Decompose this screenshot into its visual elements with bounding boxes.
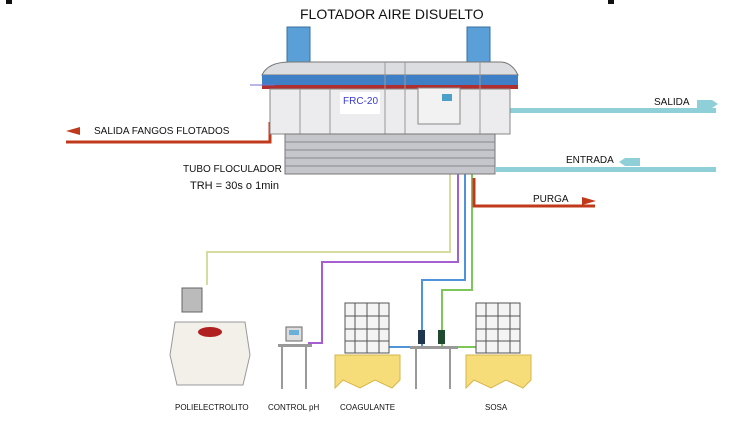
salida-label: SALIDA [654, 97, 690, 108]
corner-mark [608, 0, 614, 4]
sosa-tank [465, 302, 532, 390]
purga-pipe [472, 178, 595, 208]
equipment-label: COAGULANTE [340, 403, 396, 412]
equipment-label: POLIELECTROLITO [175, 403, 249, 412]
purga-label: PURGA [533, 194, 569, 205]
salida-fangos-label: SALIDA FANGOS FLOTADOS [94, 126, 230, 137]
unit-label: FRC-20 [343, 96, 379, 107]
coagulante-line [387, 148, 466, 348]
tubo-floculador-label: TUBO FLOCULADOR [183, 164, 282, 175]
coagulante-tank [334, 302, 401, 390]
dosing-pumps [410, 330, 458, 389]
salida-arrow-icon [697, 100, 718, 108]
purga-arrow-icon [582, 197, 596, 205]
sosa-line [441, 148, 478, 348]
fangos-arrow-icon [66, 127, 80, 135]
salida-pipe [500, 108, 716, 113]
corner-mark [6, 0, 12, 4]
entrada-label: ENTRADA [566, 155, 614, 166]
equipment-label: SOSA [485, 403, 508, 412]
trh-label: TRH = 30s o 1min [190, 180, 279, 192]
flotation-unit [250, 26, 519, 175]
entrada-pipe [496, 167, 716, 172]
ph-line [308, 148, 459, 344]
diagram-title: FLOTADOR AIRE DISUELTO [300, 6, 484, 22]
polielectrolito-line [206, 148, 451, 285]
equipment-label: CONTROL pH [268, 403, 320, 412]
control-ph-station [278, 326, 312, 389]
entrada-arrow-icon [619, 158, 640, 166]
polielectrolito-tank [169, 287, 251, 386]
